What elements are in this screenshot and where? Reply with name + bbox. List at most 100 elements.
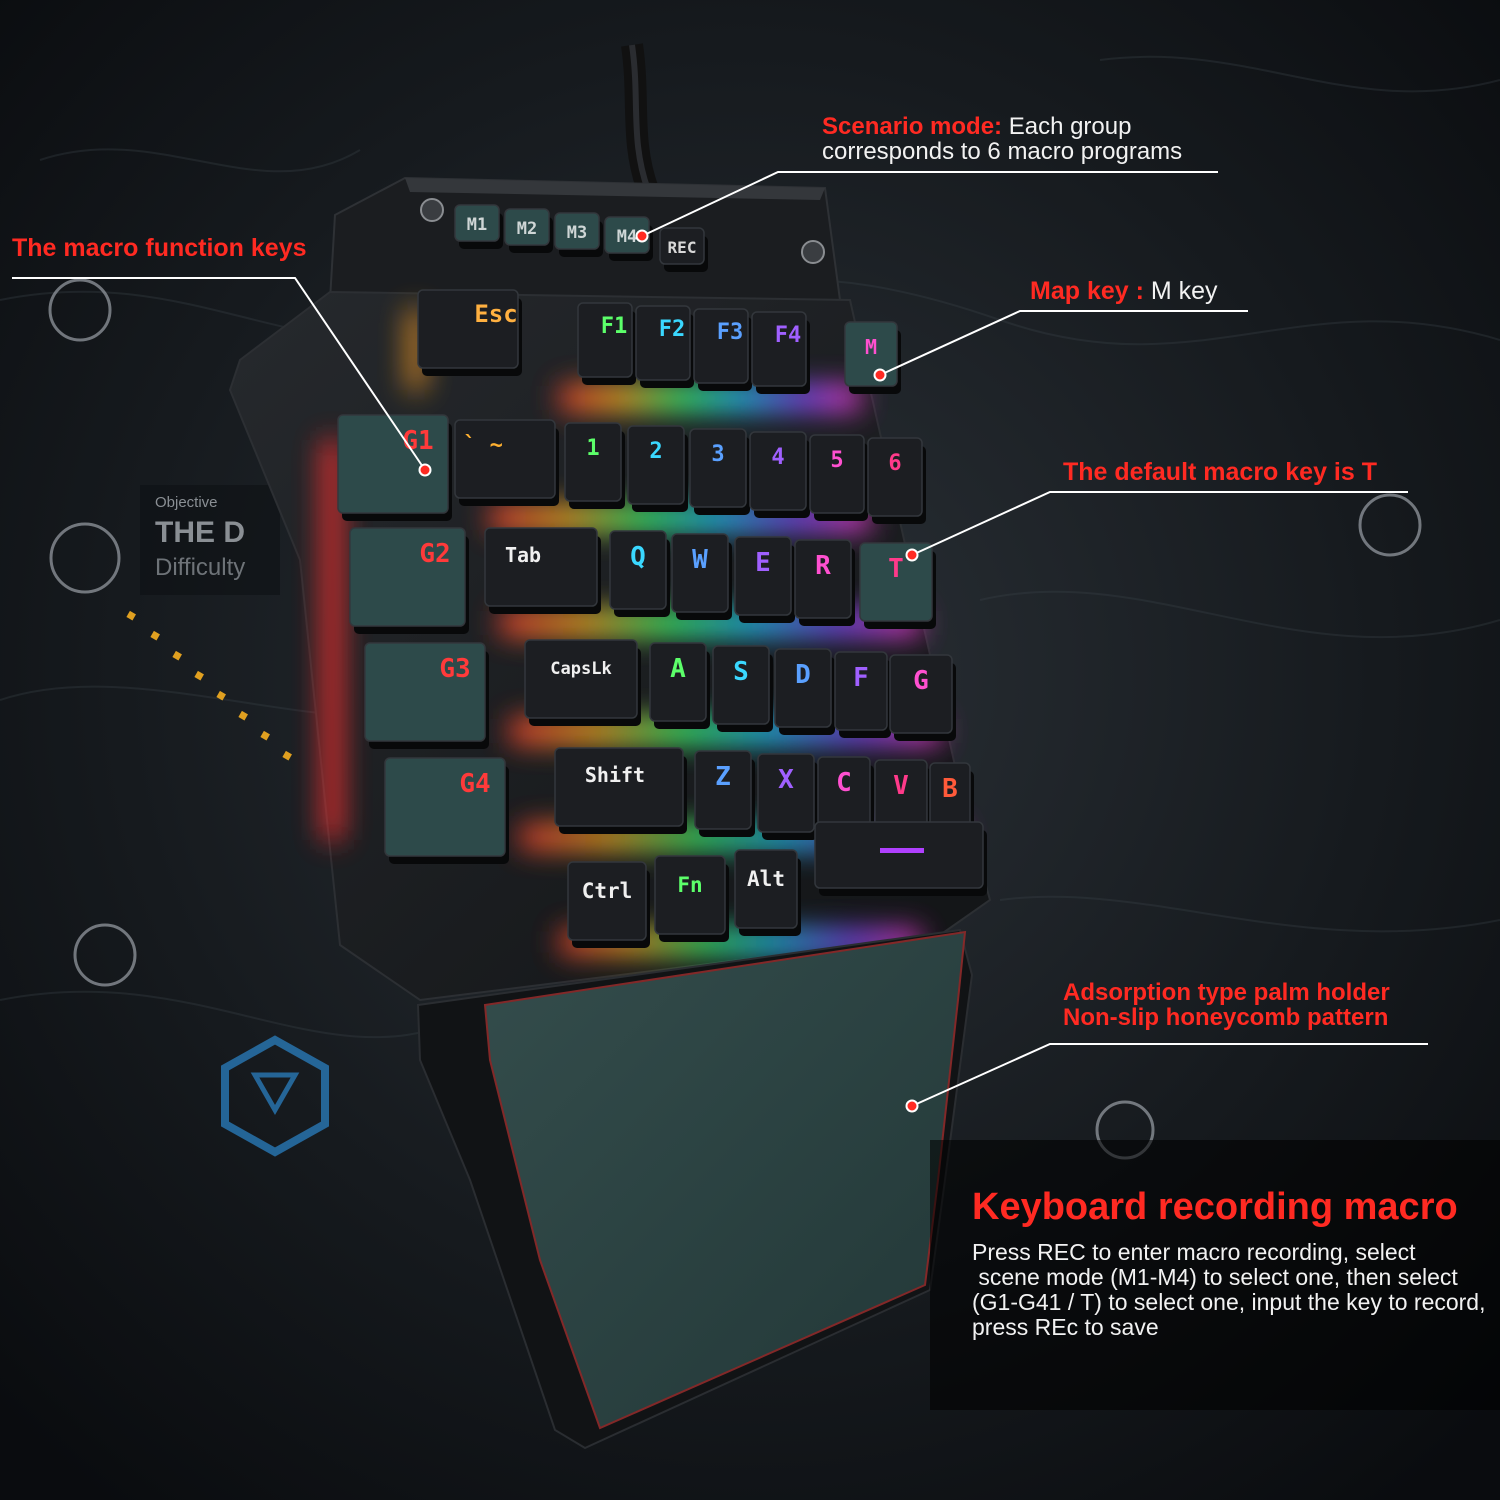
palm-callout-line-2: Non-slip honeycomb pattern [1063,1004,1389,1031]
key-f[interactable]: F [834,651,891,738]
key-num-2-label: 2 [649,439,662,464]
waypoint-icon [1358,493,1422,557]
macro-key-g4[interactable]: G4 [384,757,509,864]
map-key-leader [879,310,1248,376]
key-v-label: V [893,771,909,801]
mode-key-m1[interactable]: M1 [454,204,503,249]
mode-key-m1-label: M1 [467,215,487,235]
waypoint-icon [48,278,112,342]
key-num-4-label: 4 [771,445,784,470]
callout-dot [418,463,432,477]
key-a[interactable]: A [649,642,710,729]
key-ctrl-label: Ctrl [582,879,633,903]
default-macro-callout-label: The default macro key is T [1063,458,1377,486]
objective-title: THE D [155,516,245,549]
key-shift-label: Shift [585,763,645,787]
macro-key-g1[interactable]: G1 [337,414,452,521]
key-s[interactable]: S [712,645,773,732]
macro-key-g1-label: G1 [402,426,433,456]
waypoint-icon [49,522,121,594]
key-num-4[interactable]: 4 [749,431,810,518]
mode-key-m2-label: M2 [517,219,537,239]
key-g-label: G [913,666,929,696]
key-num-0[interactable]: ` ~ [454,419,559,506]
macro-fn-callout-label: The macro function keys [12,234,307,262]
palm-callout-line-1: Adsorption type palm holder [1063,979,1390,1006]
recording-title: Keyboard recording macro [972,1186,1458,1228]
key-d[interactable]: D [774,648,835,735]
callout-dot [873,368,887,382]
space-legend-bar [880,848,924,853]
key-x[interactable]: X [757,753,818,840]
macro-key-g3[interactable]: G3 [364,642,489,749]
key-num-6-label: 6 [888,451,901,476]
key-num-2[interactable]: 2 [627,425,688,512]
key-g[interactable]: G [889,654,956,741]
key-ctrl[interactable]: Ctrl [567,861,650,948]
key-w-label: W [692,545,708,575]
map-key-callout-label: Map key : [1030,277,1144,305]
key-t-label: T [888,554,904,584]
macro-fn-callout: The macro function keys [12,234,307,263]
macro-key-g3-label: G3 [439,654,470,684]
key-fn[interactable]: Fn [654,855,729,942]
scenario-leader [641,171,1218,237]
key-r[interactable]: R [794,539,855,626]
recording-description: Press REC to enter macro recording, sele… [972,1240,1497,1340]
key-tab[interactable]: Tab [484,527,601,614]
macro-key-g2[interactable]: G2 [349,527,469,634]
key-e-label: E [755,548,771,578]
key-num-1[interactable]: 1 [564,422,625,509]
screw-icon [801,240,825,264]
key-num-5-label: 5 [830,448,843,473]
key-num-5[interactable]: 5 [809,434,868,521]
key-num-3-label: 3 [711,442,724,467]
scenario-callout-text-2: corresponds to 6 macro programs [822,138,1183,165]
key-alt-label: Alt [747,867,785,891]
key-num-6[interactable]: 6 [867,437,926,524]
key-shift[interactable]: Shift [554,747,687,834]
key-f3[interactable]: F3 [693,308,752,391]
default-macro-leader [911,491,1408,556]
rec-key[interactable]: REC [659,227,708,272]
key-s-label: S [733,657,749,687]
objective-label: Objective [155,494,218,511]
key-w[interactable]: W [671,533,732,620]
map-key-callout-text: M key [1143,277,1218,305]
key-alt[interactable]: Alt [734,849,801,936]
recording-line: press REc to save [972,1314,1159,1340]
scenario-callout: Scenario mode: Each group corresponds to… [822,114,1182,164]
key-map[interactable]: M [844,321,901,394]
map-objective-box: Objective THE D Difficulty [140,485,280,595]
key-f4[interactable]: F4 [751,311,810,394]
key-f3-label: F3 [717,320,744,345]
mode-key-m3[interactable]: M3 [554,212,603,257]
map-waypoint-icons [48,278,1422,1160]
callout-dot [905,1099,919,1113]
rec-key-label: REC [668,238,697,257]
scenario-callout-label: Scenario mode: [822,113,1003,140]
key-e[interactable]: E [734,536,795,623]
scenario-callout-text: Each group [1002,113,1132,140]
key-t[interactable]: T [859,542,936,629]
key-esc[interactable]: Esc [417,289,522,376]
key-c-label: C [836,768,852,798]
key-z[interactable]: Z [694,750,755,837]
key-f2[interactable]: F2 [635,305,694,388]
recording-line: Press REC to enter macro recording, sele… [972,1239,1416,1265]
key-capslock[interactable]: CapsLk [524,639,641,726]
key-num-3[interactable]: 3 [689,428,750,515]
key-capslock-label: CapsLk [550,659,611,679]
key-f1[interactable]: F1 [577,302,636,385]
key-tab-label: Tab [505,543,541,567]
default-macro-callout: The default macro key is T [1063,458,1377,487]
key-f1-label: F1 [601,314,628,339]
mode-key-m2[interactable]: M2 [504,208,553,253]
key-space[interactable] [814,821,987,896]
key-f-label: F [853,663,869,693]
key-q[interactable]: Q [609,530,670,617]
callout-dot [905,548,919,562]
macro-key-g2-label: G2 [419,539,450,569]
